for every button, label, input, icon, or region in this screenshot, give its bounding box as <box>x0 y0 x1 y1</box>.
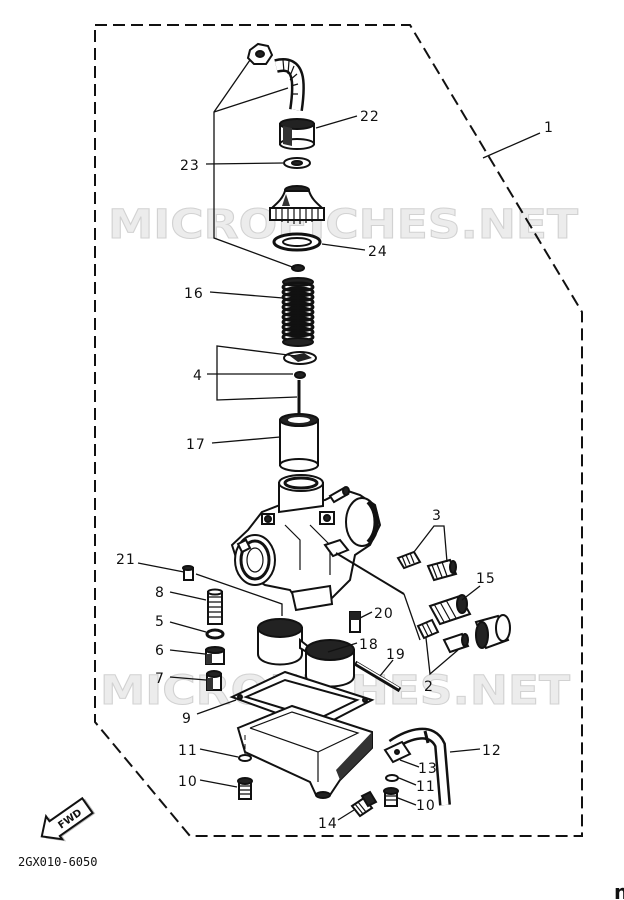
part-code: 2GX010-6050 <box>18 855 97 869</box>
watermark-top: MICROFICHES.NET <box>108 202 579 248</box>
float-bowl <box>236 704 373 799</box>
cable-guide-tube <box>274 58 305 111</box>
leader-bracket-top <box>213 59 296 269</box>
throttle-stop-screw <box>396 550 422 570</box>
hose-clamp <box>383 740 412 764</box>
throttle-valve <box>279 413 319 472</box>
needle-retainer-plate <box>283 351 317 365</box>
leader-bracket-top-branch <box>213 87 289 113</box>
callout-24: 24 <box>368 244 388 260</box>
alignment-line-left <box>195 573 283 616</box>
callout-11-right: 11 <box>416 779 436 795</box>
drain-screw <box>350 790 378 818</box>
main-jet <box>205 646 225 665</box>
pilot-screw-spring <box>442 632 470 654</box>
screw-right <box>383 787 399 807</box>
needle-clip <box>294 371 306 379</box>
callout-5: 5 <box>155 614 165 630</box>
callout-22: 22 <box>360 109 380 125</box>
callout-16: 16 <box>184 286 204 302</box>
leader-line-7 <box>169 676 207 681</box>
leader-line-24 <box>321 243 366 251</box>
cap-gasket <box>272 232 322 252</box>
throttle-valve-spring <box>281 277 315 347</box>
leader-bracket-4 <box>216 345 298 401</box>
leader-line-14 <box>337 809 355 821</box>
callout-12: 12 <box>482 743 502 759</box>
leader-line-19 <box>379 659 394 677</box>
callout-17: 17 <box>186 437 206 453</box>
callout-1: 1 <box>544 120 554 136</box>
callout-21: 21 <box>116 552 136 568</box>
leader-line-1 <box>482 132 541 159</box>
forward-arrow-icon: FWD <box>40 796 96 842</box>
callout-20: 20 <box>374 606 394 622</box>
retaining-clip <box>291 264 305 272</box>
screw-left <box>237 777 253 800</box>
callout-15: 15 <box>476 571 496 587</box>
leader-line-23 <box>205 162 284 165</box>
callout-13: 13 <box>418 761 438 777</box>
callout-3: 3 <box>432 508 442 524</box>
callout-10-right: 10 <box>416 798 436 814</box>
throttle-stop-rod <box>335 552 405 595</box>
callout-2: 2 <box>424 679 434 695</box>
callout-23: 23 <box>180 158 200 174</box>
callout-10-left: 10 <box>178 774 198 790</box>
leader-line-6 <box>169 649 206 655</box>
leader-line-9 <box>196 699 237 715</box>
leader-line-8 <box>169 591 207 601</box>
callout-19: 19 <box>386 647 406 663</box>
body-screw <box>182 565 194 581</box>
throttle-stop-spring-screw <box>426 558 458 582</box>
callout-11-left: 11 <box>178 743 198 759</box>
float-bowl-gasket <box>229 670 375 730</box>
carburetor-body <box>230 474 382 612</box>
leader-line-16 <box>209 291 284 299</box>
leader-line-11-left <box>199 748 239 758</box>
float <box>257 618 355 688</box>
washer-left <box>238 754 252 762</box>
pilot-air-screw <box>416 618 440 640</box>
cable-adjuster-nut <box>246 42 274 65</box>
leader-line-10-left <box>199 779 238 788</box>
leader-line-20 <box>359 611 373 619</box>
drain-hose <box>388 727 451 806</box>
callout-6: 6 <box>155 643 165 659</box>
leader-line-11-right <box>398 777 417 786</box>
mixing-chamber-top-cap <box>269 185 325 224</box>
callout-7: 7 <box>155 671 165 687</box>
needle-jet <box>207 588 223 625</box>
leader-line-5 <box>169 621 207 633</box>
washer-right <box>385 774 399 782</box>
leader-line-21 <box>137 562 185 573</box>
callout-4: 4 <box>193 368 203 384</box>
mixing-chamber-cap-nut <box>279 118 315 150</box>
o-ring <box>205 628 225 640</box>
leader-line-18 <box>327 642 358 653</box>
callout-14: 14 <box>318 816 338 832</box>
leader-line-17 <box>211 436 281 444</box>
alignment-line-right <box>403 593 421 641</box>
leader-line-10-right <box>397 797 417 806</box>
starter-knob <box>474 614 511 650</box>
leader-line-15 <box>461 585 481 601</box>
leader-line-3 <box>413 525 448 563</box>
leader-line-22 <box>315 115 358 129</box>
assembly-boundary <box>94 24 583 837</box>
callout-9: 9 <box>182 711 192 727</box>
leader-line-12 <box>449 748 481 753</box>
callout-18: 18 <box>359 637 379 653</box>
pilot-jet <box>206 670 222 691</box>
float-pin <box>353 660 402 693</box>
edge-fragment: n <box>614 880 624 900</box>
starter-jet <box>349 611 361 633</box>
washer <box>283 157 311 169</box>
leader-line-13 <box>399 759 420 768</box>
starter-plunger-body <box>428 594 472 626</box>
leader-line-2 <box>425 637 459 676</box>
callout-8: 8 <box>155 585 165 601</box>
